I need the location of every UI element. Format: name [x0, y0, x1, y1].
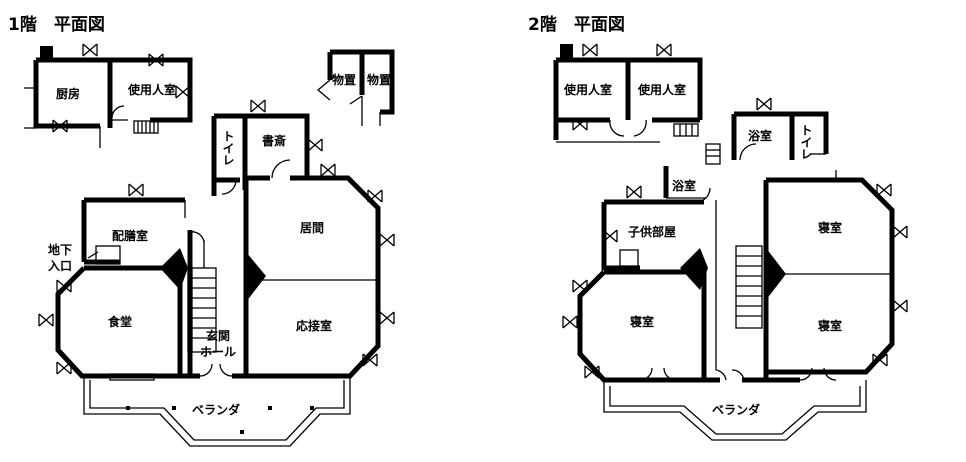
kids-room — [601, 166, 711, 271]
label-basement-1: 地下 — [48, 242, 72, 257]
label-servant-1f: 使用人室 — [127, 82, 176, 97]
floor2-title: 2階 平面図 — [528, 15, 625, 35]
floor1-labels: 厨房 使用人室 物置 物置 トイレ 書斎 配膳室 地下 入口 居間 食堂 応接室… — [48, 72, 391, 417]
kitchen-block — [24, 43, 113, 148]
label-bed-sw: 寝室 — [630, 314, 654, 329]
label-kids: 子供部屋 — [628, 224, 676, 239]
chimney — [40, 46, 53, 61]
label-reception: 応接室 — [296, 318, 332, 333]
label-living: 居間 — [300, 221, 324, 235]
dining-room — [38, 248, 188, 381]
label-toilet-2f: トイレ — [799, 124, 813, 160]
servant-rooms-2f — [553, 43, 703, 143]
stair-2f — [715, 200, 763, 381]
floor1-title: 1階 平面図 — [8, 15, 105, 35]
label-basement-2: 入口 — [48, 259, 72, 273]
label-study: 書斎 — [262, 133, 286, 148]
label-hall-1: 玄関 — [206, 328, 230, 343]
stair-hall — [180, 230, 246, 379]
veranda-1f — [83, 376, 351, 447]
floor2-labels: 使用人室 使用人室 浴室 トイレ 浴室 子供部屋 寝室 寝室 寝室 ベランダ — [563, 82, 842, 417]
label-bed-se: 寝室 — [818, 318, 842, 333]
label-bath-2: 浴室 — [672, 178, 696, 193]
label-servant-2f-2: 使用人室 — [637, 82, 686, 97]
storage-block — [316, 49, 395, 126]
label-storage-1: 物置 — [332, 72, 356, 87]
toilet-study-block — [211, 99, 323, 196]
label-veranda-2f: ベランダ — [712, 402, 760, 417]
chimney-2f — [560, 44, 573, 58]
label-veranda-1f: ベランダ — [192, 402, 240, 417]
bedroom-sw — [562, 248, 708, 383]
living-reception — [243, 163, 395, 379]
pantry — [81, 183, 186, 265]
label-storage-2: 物置 — [367, 72, 391, 87]
veranda-2f — [603, 367, 867, 441]
bath-toilet-block — [705, 97, 829, 165]
floor1-plan — [24, 43, 395, 447]
label-dining: 食堂 — [107, 314, 132, 329]
label-servant-2f-1: 使用人室 — [563, 82, 612, 97]
bedrooms-east — [763, 170, 908, 380]
label-kitchen: 厨房 — [56, 86, 80, 101]
label-bath-1: 浴室 — [748, 128, 772, 143]
label-hall-2: ホール — [200, 345, 236, 359]
floor2-plan — [553, 43, 908, 441]
label-pantry: 配膳室 — [112, 228, 148, 243]
servant-room-1f — [110, 53, 193, 134]
label-bed-ne: 寝室 — [818, 220, 842, 235]
label-toilet-1f: トイレ — [221, 130, 235, 166]
